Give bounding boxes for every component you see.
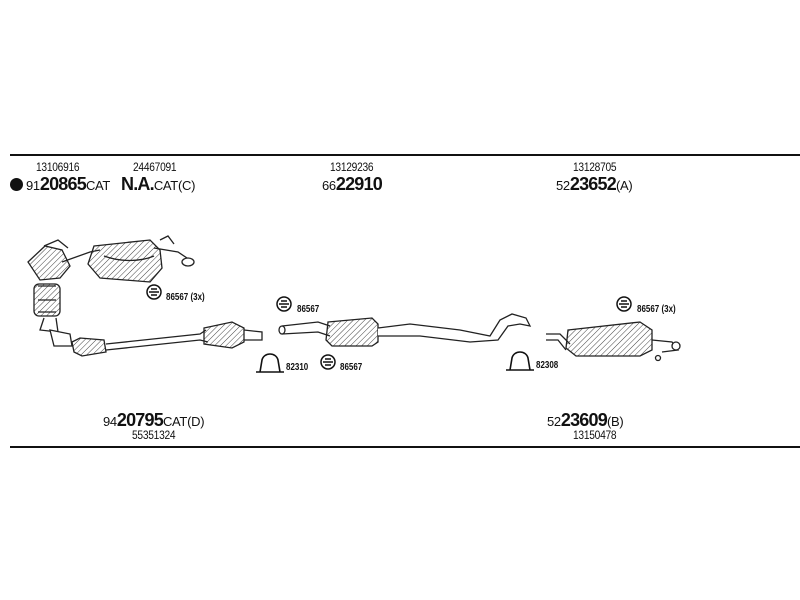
oe-number-13150478: 13150478 <box>573 428 617 442</box>
middle-silencer-pipe <box>278 313 532 347</box>
marker-dot-icon <box>10 178 23 191</box>
oe-number-55351324: 55351324 <box>132 428 176 442</box>
rear-silencer <box>546 321 681 362</box>
manifold-catalyst-assembly <box>27 235 195 333</box>
top-divider-line <box>10 154 800 156</box>
callout-86567-3x-left: 86567 (3x) <box>166 292 205 303</box>
callout-86567-3x-right: 86567 (3x) <box>637 304 676 315</box>
rubber-hanger-icon <box>616 296 632 312</box>
rubber-hanger-icon <box>276 296 292 312</box>
part-number-5223652: 5223652(A) <box>556 174 633 194</box>
callout-86567-lower: 86567 <box>340 362 363 373</box>
part-number-6622910: 6622910 <box>322 174 383 194</box>
rubber-hanger-icon <box>146 284 162 300</box>
pipe-clamp-icon <box>506 351 534 371</box>
oe-number-24467091: 24467091 <box>133 160 177 174</box>
oe-number-13106916: 13106916 <box>36 160 80 174</box>
part-number-9420795: 9420795CAT(D) <box>103 410 205 430</box>
bottom-divider-line <box>10 446 800 448</box>
oe-number-13129236: 13129236 <box>330 160 374 174</box>
pipe-clamp-icon <box>256 353 284 373</box>
rubber-hanger-icon <box>320 354 336 370</box>
part-number-9120865: 9120865CAT <box>26 174 111 194</box>
front-pipe-catalyst <box>49 321 263 357</box>
oe-number-13128705: 13128705 <box>573 160 617 174</box>
callout-86567-upper: 86567 <box>297 304 320 315</box>
callout-82310: 82310 <box>286 362 309 373</box>
callout-82308: 82308 <box>536 360 559 371</box>
part-number-na-cat-c: N.A.CAT(C) <box>121 174 196 194</box>
part-number-5223609: 5223609(B) <box>547 410 624 430</box>
